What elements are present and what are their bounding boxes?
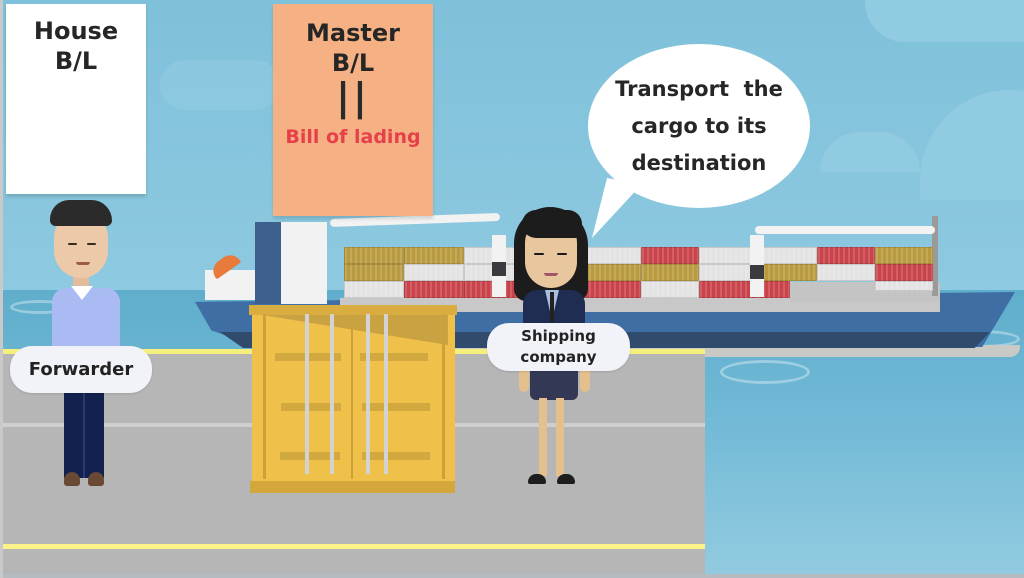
cargo-container [699, 247, 757, 264]
master-bl-title-line2: B/L [331, 49, 375, 77]
forwarder-eye [68, 243, 77, 245]
shipping-company-eye [534, 253, 544, 255]
cargo-container [583, 247, 641, 264]
house-bl-title-line1: House [33, 17, 119, 45]
container-rib [280, 452, 340, 460]
cargo-container [583, 281, 641, 298]
container-lock-bar [384, 314, 388, 474]
cargo-container [757, 264, 817, 281]
shipping-company-mouth [544, 273, 558, 276]
crane-cab [492, 262, 506, 276]
shipping-company-shoe [557, 474, 575, 484]
cargo-container [641, 247, 699, 264]
shipping-company-leg [539, 398, 547, 476]
container-hinge-post [442, 314, 445, 479]
shipping-company-tie [550, 292, 554, 322]
shipping-company-label-line2: company [520, 348, 597, 366]
container-door-seam [351, 314, 353, 479]
cargo-container [641, 264, 699, 281]
shipping-company-arm [519, 352, 529, 392]
container-hinge-post [263, 314, 266, 479]
shipping-company-leg [556, 398, 564, 476]
container-rib [281, 403, 341, 411]
wave [720, 360, 810, 384]
cargo-container [875, 264, 933, 281]
container-lock-bar [330, 314, 334, 474]
speech-line-1: Transport the [615, 76, 783, 101]
forwarder-leg-gap [83, 392, 85, 478]
house-bl-title-line2: B/L [54, 47, 98, 75]
cargo-container [699, 281, 757, 298]
cargo-container [817, 264, 875, 281]
cloud [865, 0, 1024, 42]
cargo-container [404, 264, 464, 281]
speech-line-3: destination [631, 150, 767, 175]
ship-bridge-stripe [255, 222, 281, 304]
container-lock-bar [305, 314, 309, 474]
forwarder-shoe [88, 472, 104, 486]
shipping-company-arm [580, 352, 590, 392]
cargo-container [875, 281, 933, 291]
shipping-company-shoe [528, 474, 546, 484]
crane-arm [755, 226, 935, 234]
cargo-container [699, 264, 757, 281]
frame-bottom [0, 574, 1024, 578]
cloud [160, 60, 280, 110]
forwarder-label: Forwarder [10, 346, 152, 393]
master-bl-title-line1: Master [306, 19, 400, 47]
cargo-container [757, 247, 817, 264]
container-bottom [250, 481, 455, 493]
container-top [249, 305, 457, 315]
house-bl-note: House B/L [6, 4, 146, 194]
cloud [820, 132, 920, 172]
cargo-container [464, 281, 524, 298]
cargo-container [344, 247, 404, 264]
container-rib [360, 353, 428, 361]
dock-bottom-line [0, 544, 705, 549]
shipping-company-label: Shipping company [487, 323, 630, 371]
cargo-container [344, 264, 404, 281]
speech-line-2: cargo to its [631, 113, 767, 138]
container-rib [362, 452, 430, 460]
cargo-container [404, 247, 464, 264]
frame-left [0, 0, 3, 578]
cargo-container [583, 264, 641, 281]
bill-of-lading-text: Bill of lading [285, 126, 421, 148]
equals-icon: || [336, 75, 370, 119]
cargo-container [757, 281, 790, 298]
forwarder-mouth [76, 262, 90, 265]
master-bl-note: Master B/L || Bill of lading [273, 4, 433, 216]
shipping-company-label-line1: Shipping [521, 327, 596, 345]
shipping-company-eye [557, 253, 567, 255]
container-lock-bar [366, 314, 370, 474]
cargo-container [344, 281, 404, 298]
speech-bubble: Transport the cargo to its destination [588, 44, 810, 208]
cargo-container [404, 281, 464, 298]
cargo-container [641, 281, 699, 298]
forwarder-eye [87, 243, 96, 245]
forwarder-shoe [64, 472, 80, 486]
container-rib [362, 403, 430, 411]
ship-mast [932, 216, 938, 296]
cargo-container [817, 247, 875, 264]
cargo-container [875, 247, 933, 264]
forwarder-hair [50, 200, 112, 226]
shipping-company-fringe [522, 210, 582, 238]
crane-cab [750, 265, 764, 279]
